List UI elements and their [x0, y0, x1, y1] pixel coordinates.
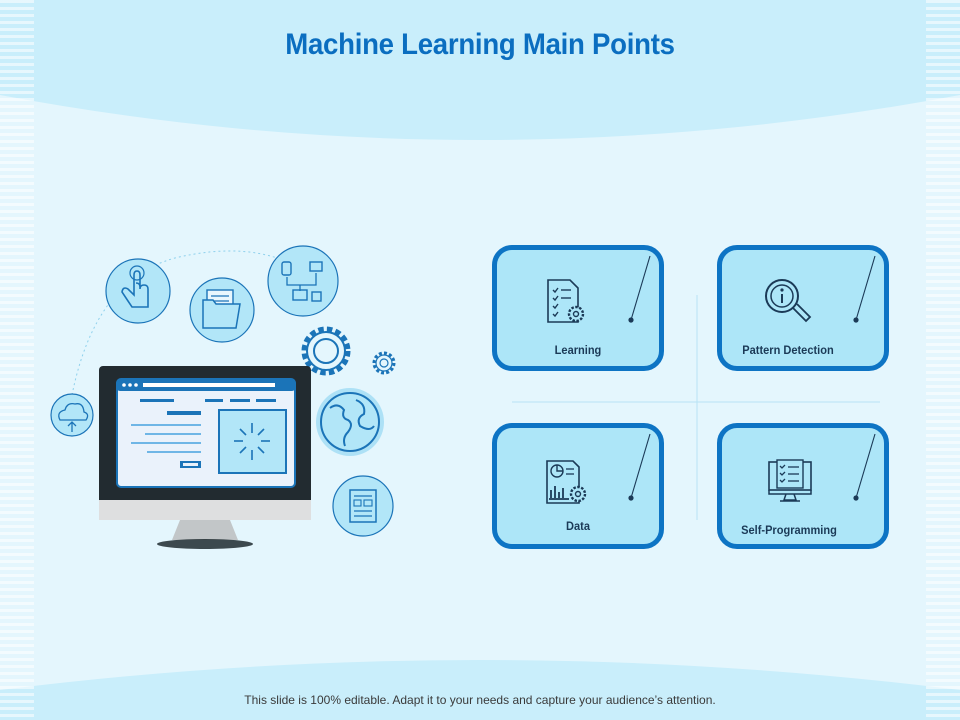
pin-line	[628, 255, 651, 323]
monitor-checklist-icon	[768, 459, 812, 502]
checklist-gear-icon	[547, 279, 585, 323]
magnifier-info-icon	[765, 279, 812, 323]
document-icon	[332, 475, 394, 537]
report-chart-gear-icon	[546, 460, 587, 504]
pin-line	[853, 433, 876, 501]
card-pattern-detection[interactable]: Pattern Detection	[717, 245, 889, 371]
card-label: Self-Programming	[741, 523, 837, 537]
desktop-monitor-icon	[99, 366, 311, 549]
card-self-programming[interactable]: Self-Programming	[717, 423, 889, 549]
pin-line	[853, 255, 876, 323]
touch-hand-icon	[105, 258, 171, 324]
card-label: Learning	[554, 343, 602, 357]
small-gear-icon	[372, 351, 396, 375]
left-stripes	[0, 0, 34, 720]
pin-line	[628, 433, 651, 501]
footer-note: This slide is 100% editable. Adapt it to…	[244, 693, 716, 707]
card-label: Data	[566, 519, 590, 533]
card-data[interactable]: Data	[492, 423, 664, 549]
page-title: Machine Learning Main Points	[285, 28, 675, 61]
cloud-upload-icon	[50, 393, 94, 437]
network-icon	[267, 245, 339, 317]
right-stripes	[926, 0, 960, 720]
card-label: Pattern Detection	[742, 343, 834, 357]
gear-icon	[301, 326, 351, 376]
folder-documents-icon	[189, 277, 255, 343]
globe-icon	[316, 388, 384, 456]
card-learning[interactable]: Learning	[492, 245, 664, 371]
